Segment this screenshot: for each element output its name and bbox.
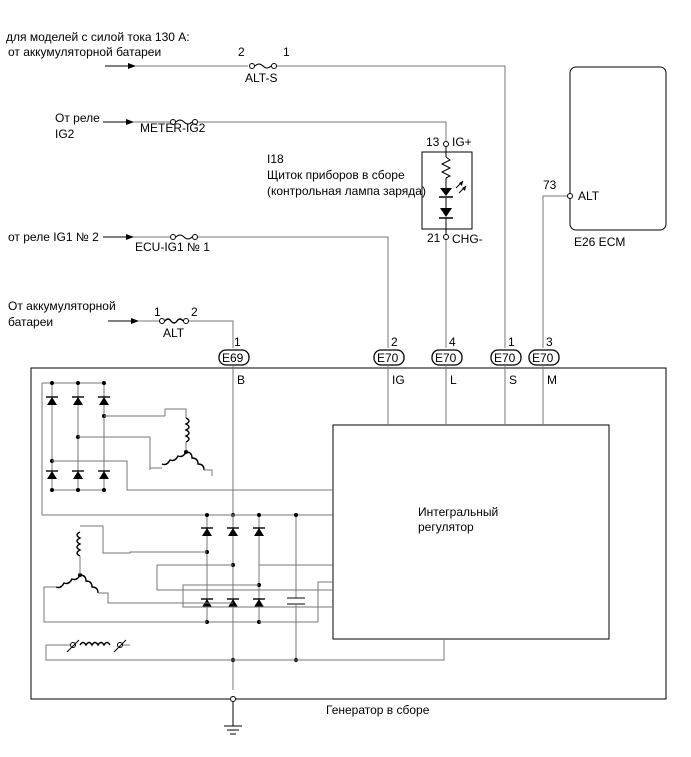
integrated-regulator [332, 424, 610, 640]
meter-pin-21: 21 [427, 231, 441, 245]
fuse-meter-ig2-label: METER-IG2 [140, 121, 206, 135]
fuse-alt-s-pin-2: 2 [238, 45, 245, 59]
ecm-label: E26 ECM [574, 235, 625, 249]
rotor-field-coil [45, 639, 445, 661]
terminal-s: S [509, 373, 517, 387]
stator-winding-1 [149, 408, 213, 476]
fuse-alt-label: ALT [163, 326, 185, 340]
fuse-meter-ig2 [170, 119, 198, 125]
connector-e70-s: E70 [494, 351, 516, 365]
ecm-box [569, 66, 667, 231]
rectifier-bridge-1 [41, 381, 333, 516]
alternator-label: Генератор в сборе [326, 703, 430, 717]
terminal-m: M [547, 373, 557, 387]
source-ig1-relay: от реле IG1 № 2 [8, 230, 99, 244]
connector-e70-l-pin: 4 [449, 335, 456, 349]
connector-e69: E69 [222, 351, 244, 365]
source-battery-s: от аккумуляторной батареи [8, 45, 161, 59]
terminal-l: L [450, 373, 457, 387]
meter-pin-chg-minus: CHG- [452, 232, 483, 246]
source-ig2-relay-line1: От реле [55, 111, 100, 125]
rectifier-bridge-2 [80, 513, 333, 624]
regulator-label-line2: регулятор [418, 520, 474, 534]
alternator-box [30, 367, 667, 700]
meter-code: I18 [267, 152, 284, 166]
terminal-ig: IG [392, 373, 405, 387]
connector-e70-ig-pin: 2 [391, 335, 398, 349]
stator-winding-2 [43, 531, 233, 623]
combination-meter [421, 141, 473, 240]
connector-e69-pin: 1 [234, 335, 241, 349]
fuse-alt-pin-2: 2 [191, 305, 198, 319]
fuse-alt-pin-1: 1 [154, 305, 161, 319]
connector-e70-ig: E70 [377, 351, 399, 365]
source-ig2-relay-line2: IG2 [55, 127, 75, 141]
meter-diode [439, 208, 453, 219]
connector-e70-s-pin: 1 [508, 335, 515, 349]
meter-name: Щиток приборов в сборе [267, 168, 405, 182]
meter-subtitle: (контрольная лампа заряда) [267, 184, 426, 198]
connector-e70-m-pin: 3 [546, 335, 553, 349]
meter-pin-ig-plus: IG+ [452, 135, 472, 149]
connector-e70-l: E70 [435, 351, 457, 365]
meter-pin-13: 13 [426, 135, 440, 149]
fuse-ecu-ig1 [170, 234, 198, 240]
fuse-ecu-ig1-label: ECU-IG1 № 1 [135, 240, 210, 254]
ecm-pin-73: 73 [543, 178, 557, 192]
terminal-b: B [237, 373, 245, 387]
fuse-alt [159, 318, 189, 324]
ecm-pin-alt: ALT [578, 189, 600, 203]
regulator-label-line1: Интегральный [418, 505, 498, 519]
source-battery-b-line2: батареи [8, 315, 53, 329]
fuse-alt-s-label: ALT-S [245, 71, 277, 85]
fuse-alt-s-pin-1: 1 [283, 45, 290, 59]
capacitor [287, 513, 305, 662]
source-battery-b-line1: От аккумуляторной [8, 299, 116, 313]
fuse-alt-s [249, 63, 277, 69]
diagram-heading: для моделей с силой тока 130 А: [6, 30, 190, 44]
connector-e70-m: E70 [532, 351, 554, 365]
charge-warning-led [439, 180, 467, 198]
